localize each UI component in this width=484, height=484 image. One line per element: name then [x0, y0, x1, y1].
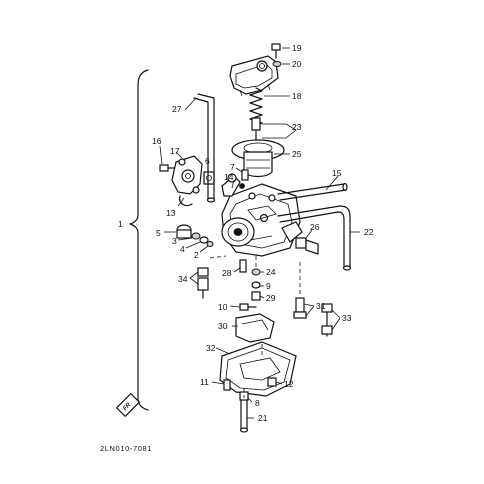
- screw-11: [223, 379, 231, 391]
- callout-18: 18: [292, 91, 302, 101]
- svg-text:FR: FR: [122, 402, 132, 412]
- callout-7: 7: [230, 162, 235, 172]
- part-28-jet: [239, 259, 247, 273]
- callout-16: 16: [152, 136, 162, 146]
- callout-32: 32: [206, 343, 216, 353]
- callout-34: 34: [178, 274, 188, 284]
- assembly-guides: [209, 255, 301, 398]
- callout-6: 6: [205, 156, 210, 166]
- callout-27: 27: [172, 104, 182, 114]
- callout-28: 28: [222, 268, 232, 278]
- part-9-oring: [251, 281, 261, 289]
- callout-19: 19: [292, 43, 302, 53]
- hose-15: [277, 182, 348, 201]
- diagram-code: 2LN010-7081: [100, 444, 152, 453]
- callout-17: 17: [170, 146, 180, 156]
- callout-31: 31: [316, 301, 326, 311]
- hose-22: [277, 205, 352, 271]
- part-34-fitting: [197, 267, 209, 299]
- callout-2: 2: [194, 250, 199, 260]
- callout-labels: 1 2 3 4 5 6 7 8 9 10 11 12 13 14 15 16 1…: [118, 43, 374, 423]
- left-jet-stack: [176, 224, 214, 247]
- carburetor-body: [221, 183, 303, 257]
- callout-23: 23: [292, 122, 302, 132]
- callout-1: 1: [118, 219, 123, 229]
- fitting-26: [295, 237, 319, 255]
- callout-21: 21: [258, 413, 268, 423]
- callout-24: 24: [266, 267, 276, 277]
- callout-11: 11: [200, 377, 209, 387]
- callout-10: 10: [218, 302, 228, 312]
- part-31-valve: [293, 297, 307, 319]
- part-6-cap: [203, 171, 215, 185]
- part-10-jet: [239, 303, 257, 311]
- callout-13: 13: [166, 208, 176, 218]
- starter-plunger-assembly: [171, 155, 203, 207]
- callout-22: 22: [364, 227, 374, 237]
- screw-12: [267, 377, 277, 387]
- part-24-washer: [251, 268, 261, 276]
- callout-14: 14: [224, 172, 234, 182]
- part-7-pin: [241, 169, 249, 181]
- callout-15: 15: [332, 168, 342, 178]
- drain-hose-21: [239, 399, 249, 433]
- callout-12: 12: [284, 379, 294, 389]
- carburetor-top-cover: [229, 55, 279, 97]
- screw-16: [159, 164, 175, 172]
- front-direction-badge: FR: [115, 392, 141, 418]
- callout-20: 20: [292, 59, 302, 69]
- callout-25: 25: [292, 149, 302, 159]
- callout-26: 26: [310, 222, 320, 232]
- callout-3: 3: [172, 236, 177, 246]
- callout-4: 4: [180, 244, 185, 254]
- washer-20: [272, 61, 282, 67]
- assembly-bracket: [129, 69, 149, 411]
- callout-5: 5: [156, 228, 161, 238]
- float-30: [235, 313, 275, 343]
- diaphragm-piston-25: [231, 139, 285, 178]
- leader-lines: [159, 47, 360, 419]
- callout-9: 9: [266, 281, 271, 291]
- needle-holder-23: [251, 117, 261, 143]
- callout-30: 30: [218, 321, 228, 331]
- callout-8: 8: [255, 398, 260, 408]
- screw-19: [271, 43, 281, 59]
- callout-33: 33: [342, 313, 352, 323]
- callout-29: 29: [266, 293, 276, 303]
- part-29-jet: [251, 291, 261, 301]
